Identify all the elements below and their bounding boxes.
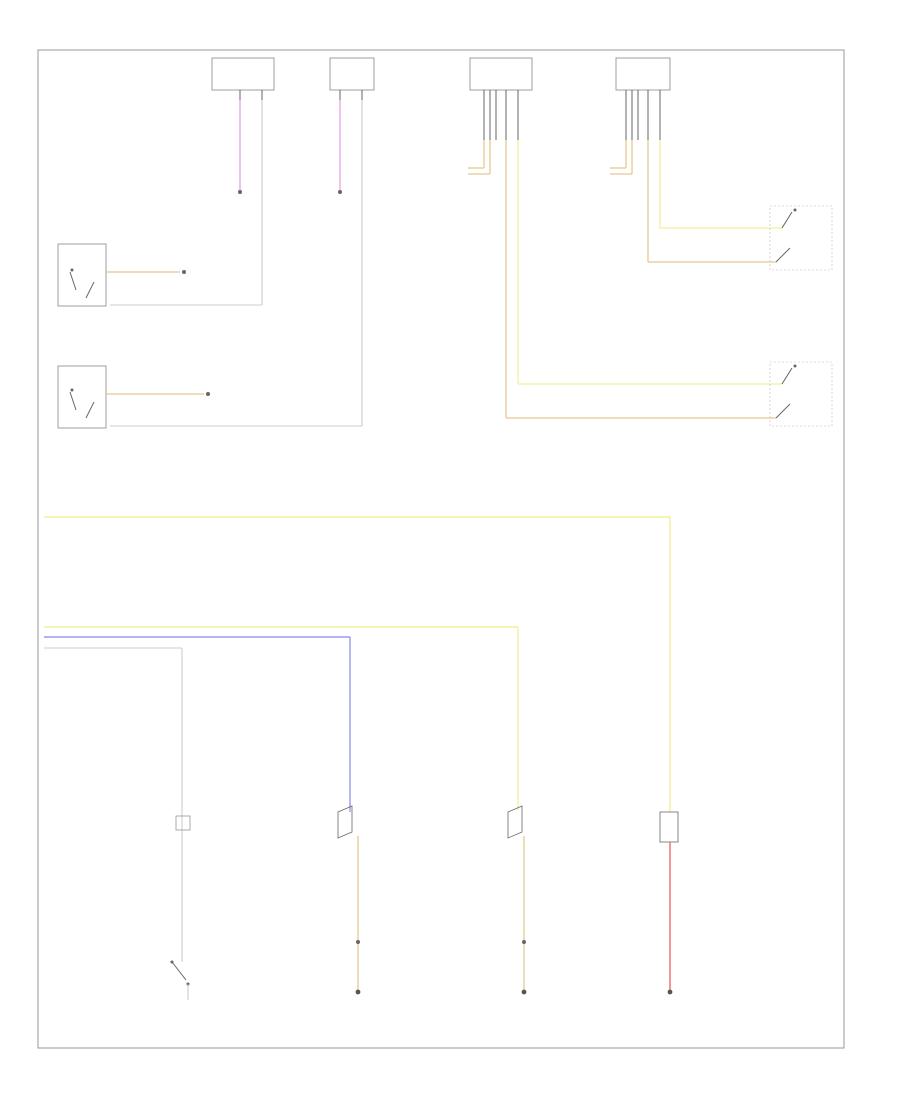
door-sensor — [659, 811, 679, 843]
connector-rr — [338, 190, 342, 194]
right-rear-door-module — [329, 57, 375, 100]
connector-ils — [356, 940, 360, 944]
driver-lock-switch — [769, 361, 833, 427]
interior-lock-switch — [337, 805, 353, 839]
driver-module-connector — [483, 90, 519, 140]
diagram-frame — [37, 49, 845, 1049]
passenger-door-module — [615, 57, 671, 91]
ground-tls — [521, 989, 527, 995]
ground-ils — [355, 989, 361, 995]
ignition-key-switch — [170, 815, 191, 1000]
left-rear-lock-switch — [57, 243, 107, 307]
connector-lrs — [182, 270, 186, 274]
left-rear-door-module — [211, 57, 275, 100]
connector-tls — [522, 940, 526, 944]
driver-door-module — [469, 57, 533, 91]
passenger-lock-switch — [769, 205, 833, 271]
passenger-module-connector — [625, 90, 661, 140]
ground-ds — [667, 989, 673, 995]
connector-rrs — [206, 392, 210, 396]
right-rear-lock-switch — [57, 365, 107, 429]
trunk-lock-switch — [507, 805, 523, 839]
connector-lr — [238, 190, 242, 194]
